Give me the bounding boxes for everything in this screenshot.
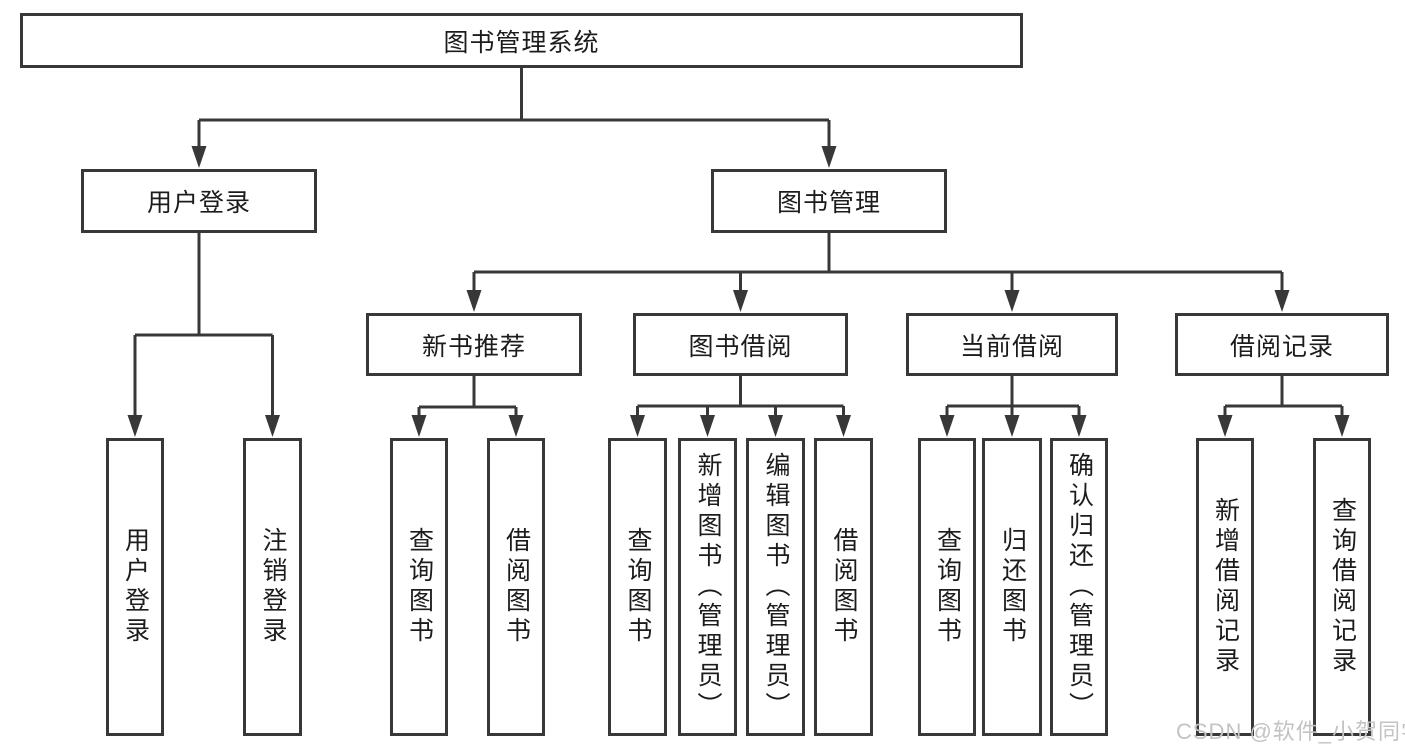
node-label: 借阅记录 (1229, 332, 1334, 361)
leaf-user-login: 用户登录 (106, 438, 164, 736)
leaf-nbr-borrow-books: 借阅图书 (487, 438, 545, 736)
node-current-borrowing: 当前借阅 (906, 313, 1118, 376)
leaf-cb-return-books: 归还图书 (982, 438, 1042, 736)
leaf-label: 查询借阅记录 (1328, 497, 1357, 677)
node-label: 当前借阅 (959, 332, 1064, 361)
node-label: 新书推荐 (421, 332, 526, 361)
leaf-label: 借阅图书 (502, 527, 531, 647)
leaf-nbr-query-books: 查询图书 (390, 438, 448, 736)
leaf-cb-query-books: 查询图书 (918, 438, 976, 736)
leaf-cb-confirm-return-admin: 确认归还（管理员） (1050, 438, 1108, 736)
connector-current-borrow-to-leaves (939, 376, 1087, 437)
node-new-book-recommend: 新书推荐 (366, 313, 582, 376)
node-library-management-system: 图书管理系统 (20, 13, 1023, 68)
leaf-label: 查询图书 (624, 527, 652, 647)
leaf-label: 新增图书（管理员） (694, 452, 722, 722)
node-book-management: 图书管理 (711, 169, 947, 233)
node-label: 用户登录 (146, 189, 251, 217)
node-borrowing-records: 借阅记录 (1175, 313, 1389, 376)
leaf-label: 借阅图书 (830, 527, 858, 647)
leaf-label: 新增借阅记录 (1211, 497, 1240, 677)
connector-new-book-rec-to-leaves (411, 376, 524, 437)
node-label: 图书借阅 (688, 332, 793, 361)
node-book-borrowing: 图书借阅 (633, 313, 848, 376)
connector-book-mgmt-to-level3 (466, 233, 1290, 312)
leaf-br-add-record: 新增借阅记录 (1196, 438, 1254, 736)
node-label: 图书管理系统 (443, 28, 600, 57)
connector-root-to-level2 (191, 68, 837, 168)
connector-borrow-record-to-leaves (1217, 376, 1350, 437)
leaf-label: 用户登录 (121, 527, 150, 647)
node-label: 图书管理 (776, 189, 881, 217)
node-user-login: 用户登录 (81, 169, 317, 233)
leaf-bb-add-books-admin: 新增图书（管理员） (678, 438, 737, 736)
connector-book-borrow-to-leaves (630, 376, 851, 437)
leaf-bb-edit-books-admin: 编辑图书（管理员） (746, 438, 805, 736)
leaf-bb-query-books: 查询图书 (608, 438, 667, 736)
watermark: CSDN @软件_小贺同学 (1176, 719, 1405, 744)
leaf-logout: 注销登录 (243, 438, 302, 736)
leaf-bb-borrow-books: 借阅图书 (814, 438, 873, 736)
leaf-label: 确认归还（管理员） (1065, 452, 1094, 722)
leaf-br-query-record: 查询借阅记录 (1313, 438, 1371, 736)
leaf-label: 归还图书 (998, 527, 1027, 647)
leaf-label: 注销登录 (259, 527, 287, 647)
connector-user-login-to-leaves (127, 233, 280, 437)
leaf-label: 编辑图书（管理员） (762, 452, 790, 722)
leaf-label: 查询图书 (405, 527, 434, 647)
leaf-label: 查询图书 (933, 527, 962, 647)
